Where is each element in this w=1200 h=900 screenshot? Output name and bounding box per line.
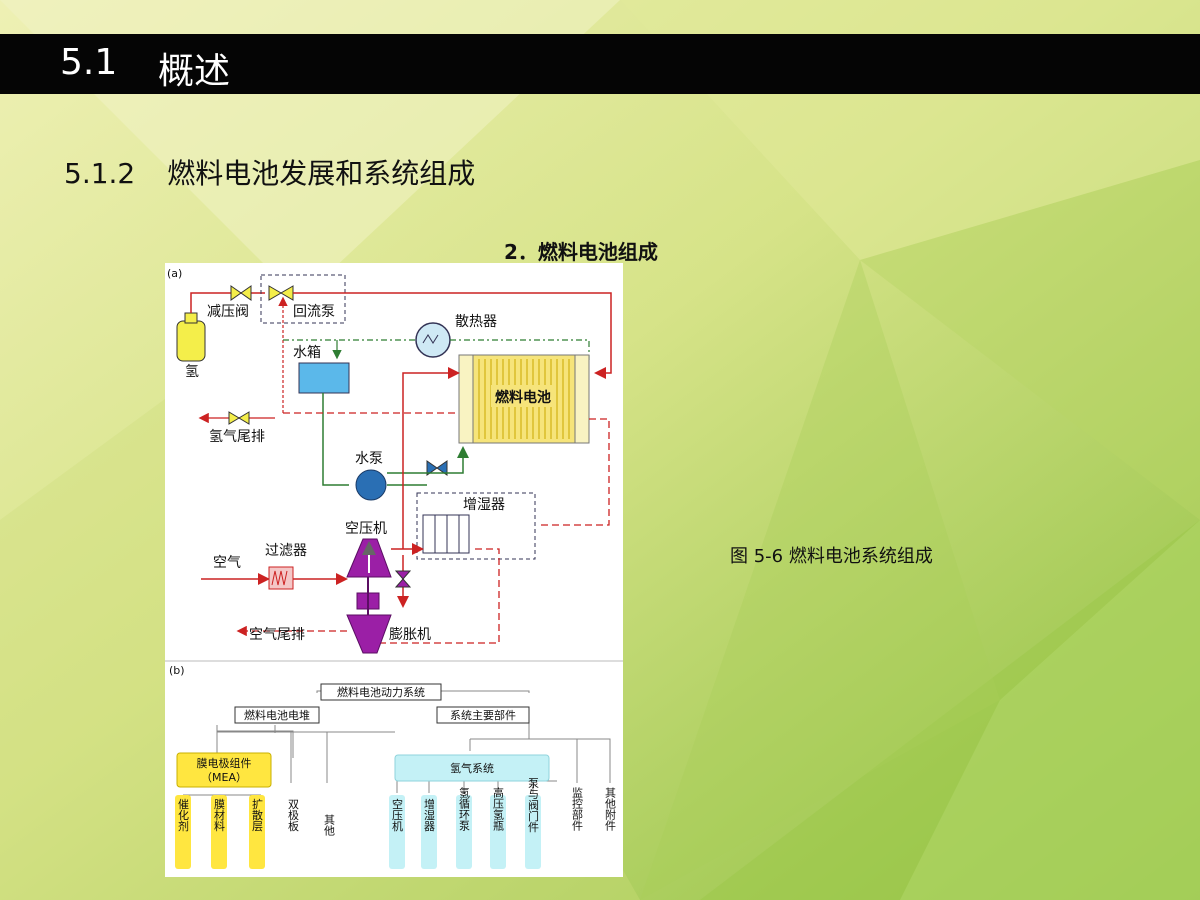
pressure-valve-icon xyxy=(230,285,252,301)
humidifier-icon xyxy=(422,514,470,554)
fuel-cell-system-figure: (a) 氢 减压阀 回流泵 散热器 水箱 xyxy=(165,263,623,877)
subtitle-text: 燃料电池发展和系统组成 xyxy=(167,157,476,190)
stack-node xyxy=(234,706,320,724)
hydrogen-exhaust-valve-icon xyxy=(228,411,250,425)
return-pump-label: 回流泵 xyxy=(293,304,335,320)
water-tank-icon xyxy=(298,362,350,394)
fuel-cell-label: 燃料电池 xyxy=(495,389,551,406)
stack-other-label: 其他 xyxy=(323,814,336,836)
radiator-icon xyxy=(415,322,451,358)
other-accessories-label: 其他附件 xyxy=(604,787,617,832)
subtitle-number: 5.1.2 xyxy=(64,157,136,190)
return-pump-icon xyxy=(268,285,294,301)
section-heading: 2．燃料电池组成 xyxy=(504,240,658,264)
air-label: 空气 xyxy=(213,555,241,571)
air-bypass-valve-icon xyxy=(394,570,412,588)
expander-icon xyxy=(346,614,392,654)
pump-valve-label: 泵与阀门件 xyxy=(527,777,540,833)
mea-label-line2: （MEA） xyxy=(201,771,247,784)
expander-label: 膨胀机 xyxy=(389,626,431,643)
catalyst-char-1: 催化剂 xyxy=(177,797,190,832)
mea-label-line1: 膜电极组件 xyxy=(197,756,252,770)
mea-child-membrane: 膜材料 xyxy=(211,795,227,869)
water-valve-icon xyxy=(426,460,448,476)
section-number: 5.1 xyxy=(60,42,118,83)
mea-node xyxy=(176,752,272,788)
humidifier-part-label: 增湿器 xyxy=(423,797,436,832)
title-bar: 5.1 概述 xyxy=(0,34,1200,94)
subtitle: 5.1.2 燃料电池发展和系统组成 xyxy=(64,152,475,192)
diffusion-layer-label: 扩散层 xyxy=(251,797,264,832)
hydrogen-exhaust-label: 氢气尾排 xyxy=(209,429,265,445)
bipolar-plate-label: 双极板 xyxy=(287,798,300,832)
panel-b-label: (b) xyxy=(169,664,185,677)
filter-icon xyxy=(268,566,294,590)
hp-hydrogen-tank-label: 高压氢瓶 xyxy=(492,786,505,831)
membrane-label: 膜材料 xyxy=(213,798,226,832)
air-compressor-part-label: 空压机 xyxy=(391,797,404,831)
main-parts-node xyxy=(436,706,530,724)
hydrogen-label: 氢 xyxy=(185,364,199,380)
hydrogen-tank-icon xyxy=(176,312,206,362)
air-compressor-label: 空压机 xyxy=(345,521,387,537)
section-title: 概述 xyxy=(158,51,231,92)
panel-a-label: (a) xyxy=(167,267,182,280)
water-tank-label: 水箱 xyxy=(293,345,321,361)
monitoring-parts-label: 监控部件 xyxy=(571,787,584,832)
mea-child-diffusion: 扩散层 xyxy=(249,795,265,869)
pressure-valve-label: 减压阀 xyxy=(207,304,249,320)
filter-label: 过滤器 xyxy=(265,543,307,559)
air-exhaust-label: 空气尾排 xyxy=(249,627,305,643)
figure-caption: 图 5-6 燃料电池系统组成 xyxy=(730,546,933,567)
hydrogen-system-label: 氢气系统 xyxy=(450,761,494,775)
stack-label: 燃料电池电堆 xyxy=(244,708,310,722)
main-parts-label: 系统主要部件 xyxy=(450,708,516,722)
tree-root-label: 燃料电池动力系统 xyxy=(337,685,425,699)
hydrogen-recirc-pump-label: 氢循环泵 xyxy=(458,786,471,831)
radiator-label: 散热器 xyxy=(455,314,497,330)
tree-root-node xyxy=(320,683,442,701)
water-pump-label: 水泵 xyxy=(355,451,383,467)
fuel-cell-stack-icon xyxy=(458,354,590,444)
humidifier-label: 增湿器 xyxy=(463,497,505,513)
hydrogen-system-node xyxy=(394,754,550,782)
water-pump-icon xyxy=(355,469,387,501)
mea-child-catalyst: 催化剂 xyxy=(175,795,191,869)
